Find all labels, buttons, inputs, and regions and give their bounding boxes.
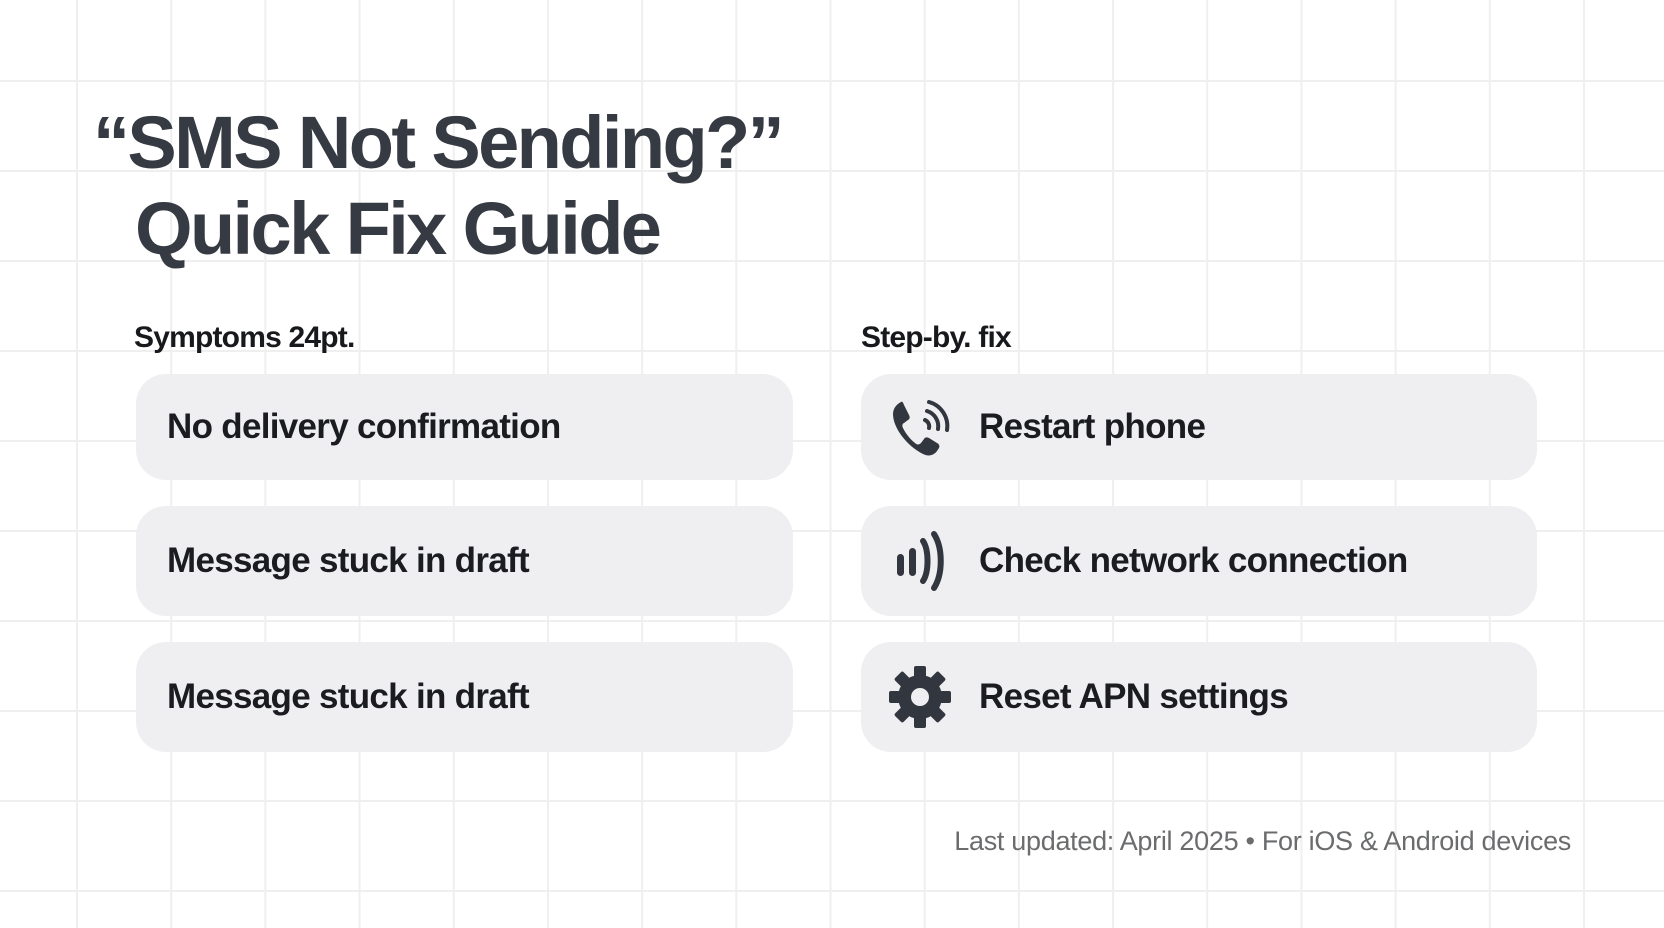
fix-card-reset-apn[interactable]: Reset APN settings xyxy=(861,642,1537,752)
fix-card-restart-phone[interactable]: Restart phone xyxy=(861,374,1537,480)
title-line-1: “SMS Not Sending?” xyxy=(93,101,785,184)
symptom-card-1: No delivery confirmation xyxy=(136,374,793,480)
page-title: “SMS Not Sending?” Quick Fix Guide xyxy=(93,100,785,272)
fix-label: Restart phone xyxy=(979,407,1206,446)
footer-note: Last updated: April 2025 • For iOS & And… xyxy=(954,826,1571,856)
signal-icon xyxy=(887,528,953,594)
symptom-card-3: Message stuck in draft xyxy=(136,642,793,752)
title-line-2: Quick Fix Guide xyxy=(135,187,662,270)
symptoms-header: Symptoms 24pt. xyxy=(134,321,355,354)
symptom-card-2: Message stuck in draft xyxy=(136,506,793,616)
fixes-header: Step-by. fix xyxy=(861,321,1012,354)
fix-label: Reset APN settings xyxy=(979,677,1289,716)
gear-icon xyxy=(887,664,953,730)
symptom-label: Message stuck in draft xyxy=(167,541,530,580)
symptom-label: Message stuck in draft xyxy=(167,677,530,716)
fix-card-check-network[interactable]: Check network connection xyxy=(861,506,1537,616)
symptom-label: No delivery confirmation xyxy=(167,407,561,446)
fix-label: Check network connection xyxy=(979,541,1408,580)
phone-ringing-icon xyxy=(887,394,953,460)
